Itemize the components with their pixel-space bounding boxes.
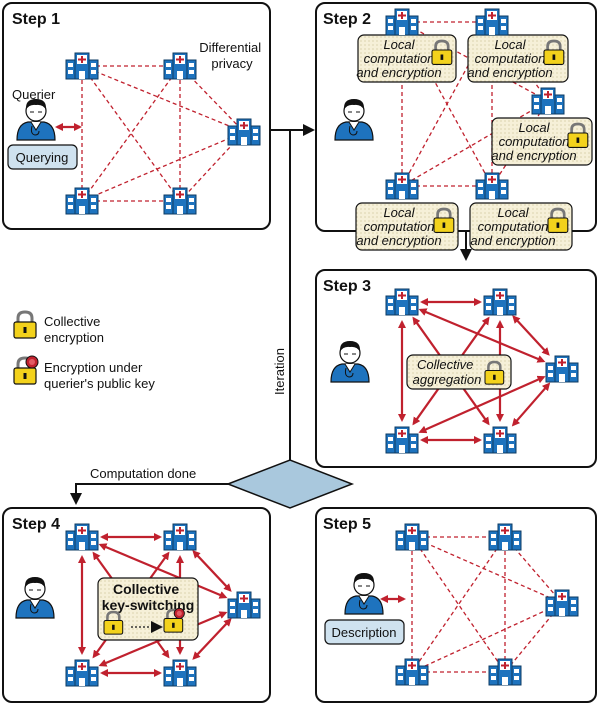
hospital-icon (475, 172, 509, 200)
querying-text: Querying (16, 150, 69, 165)
arrow-link (511, 382, 551, 427)
dashed-link (401, 100, 549, 187)
dashed-link (411, 536, 563, 604)
hospital-icon (227, 118, 261, 146)
arrow-link (192, 550, 232, 592)
querying-box[interactable] (7, 144, 78, 170)
person-icon (15, 577, 55, 619)
hospital-icon (488, 523, 522, 551)
step3-label: Step 3 (323, 278, 371, 295)
hospital-icon (545, 355, 579, 383)
hospital-icon (227, 591, 261, 619)
lock-icon (547, 207, 569, 233)
hospital-icon (488, 658, 522, 686)
differential-privacy-label: Differential privacy (199, 40, 265, 71)
hospital-icon (163, 659, 197, 687)
lock-icon (433, 207, 455, 233)
legend-collective-text: Collective encryption (44, 314, 104, 345)
hospital-icon (385, 426, 419, 454)
lock-icon (484, 360, 505, 385)
red-seal-lock-icon (13, 355, 39, 385)
hospital-icon (385, 288, 419, 316)
hospital-icon (483, 426, 517, 454)
hospital-icon (65, 187, 99, 215)
lock-icon (13, 310, 37, 339)
lock-icon (431, 39, 453, 65)
arrow-link (192, 618, 232, 660)
hospital-icon (65, 523, 99, 551)
description-box[interactable] (324, 619, 405, 645)
hospital-icon (65, 52, 99, 80)
step1-label: Step 1 (12, 11, 60, 28)
red-seal-lock-icon (163, 607, 185, 633)
hospital-icon (163, 187, 197, 215)
dashed-link (81, 65, 245, 133)
hospital-icon (395, 523, 429, 551)
step4-label: Step 4 (12, 516, 60, 533)
hospital-icon (163, 52, 197, 80)
hospital-icon (163, 523, 197, 551)
person-icon (334, 99, 374, 141)
dashed-link (81, 131, 245, 202)
step2-label: Step 2 (323, 11, 371, 28)
dashed-link (411, 536, 506, 673)
lock-icon (567, 122, 589, 148)
hospital-icon (385, 8, 419, 36)
computation-done-label: Computation done (90, 466, 196, 481)
hospital-icon (475, 8, 509, 36)
person-icon (344, 573, 384, 615)
lock-icon (543, 39, 565, 65)
panel-step5 (315, 507, 597, 703)
lock-icon (103, 610, 124, 635)
person-icon (16, 99, 56, 141)
hospital-icon (483, 288, 517, 316)
decision-diamond (225, 459, 355, 509)
legend-querier-text: Encryption under querier's public key (44, 360, 155, 391)
hospital-icon (395, 658, 429, 686)
hospital-icon (385, 172, 419, 200)
hospital-icon (65, 659, 99, 687)
step5-label: Step 5 (323, 516, 371, 533)
dashed-link (411, 536, 506, 673)
description-text: Description (331, 625, 396, 640)
arrow-link (512, 315, 550, 356)
hospital-icon (531, 87, 565, 115)
querier-label: Querier (12, 87, 56, 102)
person-icon (330, 341, 370, 383)
iteration-label: Iteration (272, 348, 287, 395)
hospital-icon (545, 589, 579, 617)
aggregation-text: Collective aggregation (413, 357, 482, 387)
